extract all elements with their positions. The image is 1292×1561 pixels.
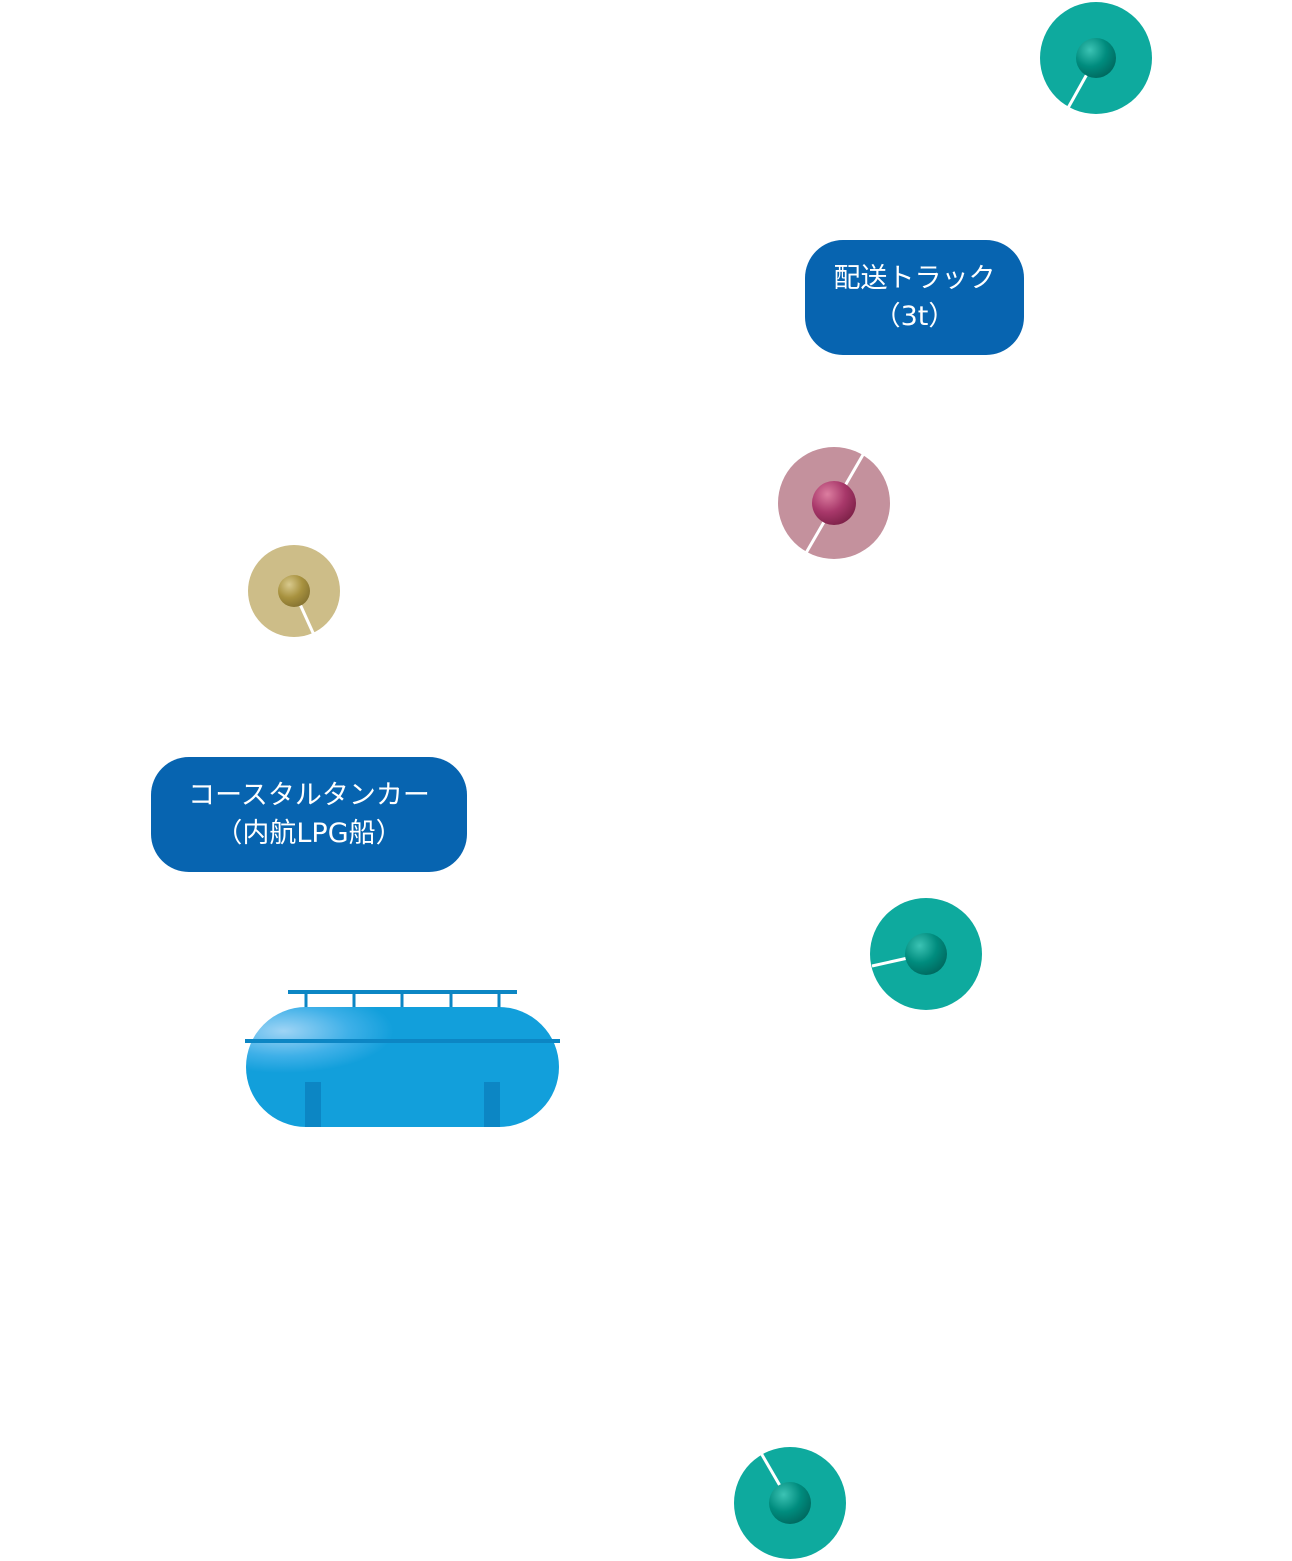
teal-marker-icon (734, 1447, 846, 1559)
truck-label-line1: 配送トラック (833, 262, 996, 294)
khaki-marker-icon (248, 545, 340, 637)
lpg-tank-icon (245, 990, 560, 1127)
tanker-label: コースタルタンカー （内航LPG船） (151, 757, 467, 872)
truck-label: 配送トラック （3t） (805, 240, 1024, 355)
tanker-label-line2: （内航LPG船） (215, 817, 403, 849)
tanker-label-line1: コースタルタンカー (188, 779, 430, 811)
teal-marker-icon (870, 898, 982, 1010)
teal-marker-icon (1040, 2, 1152, 114)
pink-marker-icon (778, 447, 890, 559)
truck-label-line2: （3t） (873, 300, 956, 332)
